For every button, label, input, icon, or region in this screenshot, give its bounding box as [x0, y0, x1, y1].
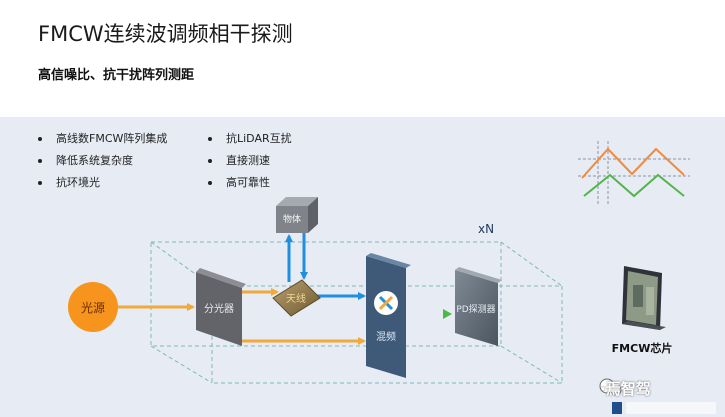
chip-label: FMCW芯片	[612, 341, 673, 355]
feature-item: 抗LiDAR互扰	[204, 128, 292, 150]
feature-item: 高可靠性	[204, 172, 292, 194]
chirp-waveform-icon	[578, 141, 690, 206]
light-source	[68, 282, 118, 332]
mixer-label: 混频	[376, 330, 396, 343]
brand-logo-icon	[612, 402, 716, 414]
page-title: FMCW连续波调频相干探测	[38, 22, 293, 46]
pd-detector	[455, 267, 502, 346]
splitter-label: 分光器	[204, 302, 234, 315]
mixer	[366, 253, 411, 378]
antenna	[272, 279, 321, 317]
page-subtitle: 高信噪比、抗干扰阵列测距	[38, 68, 195, 83]
feature-list-left: 高线数FMCW阵列集成 降低系统复杂度 抗环境光	[34, 128, 167, 194]
header: FMCW连续波调频相干探测 高信噪比、抗干扰阵列测距	[0, 0, 725, 116]
watermark-text: ·焉智驾	[600, 380, 651, 398]
feature-item: 降低系统复杂度	[34, 150, 167, 172]
beam-splitter	[196, 268, 246, 346]
feature-item: 抗环境光	[34, 172, 167, 194]
antenna-label: 天线	[286, 292, 306, 305]
object-label: 物体	[283, 213, 301, 225]
diagram-panel	[0, 117, 725, 417]
feature-list-right: 抗LiDAR互扰 直接测速 高可靠性	[204, 128, 292, 194]
object-cube	[276, 197, 318, 233]
beam-paths	[117, 232, 452, 345]
fmcw-chip-image	[622, 266, 666, 330]
multiplier-label: xN	[478, 222, 494, 236]
wechat-logo-icon	[599, 378, 622, 396]
detector-label: PD探测器	[456, 303, 495, 315]
feature-item: 直接测速	[204, 150, 292, 172]
light-source-label: 光源	[81, 301, 105, 315]
feature-item: 高线数FMCW阵列集成	[34, 128, 167, 150]
